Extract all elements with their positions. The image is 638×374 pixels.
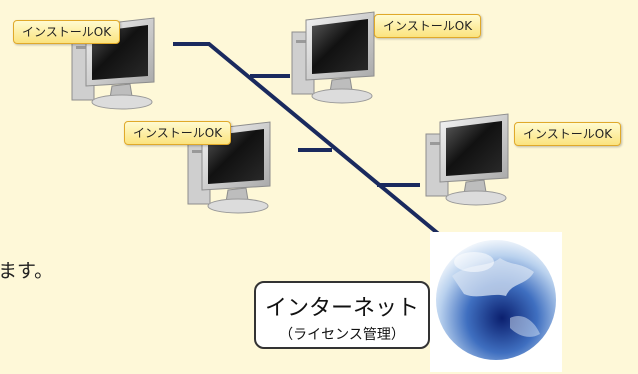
monitor-icon [291,11,375,104]
internet-title: インターネット [264,296,419,321]
install-ok-badge: インストールOK [374,14,482,38]
network-lines [173,42,460,252]
install-ok-badge: インストールOK [514,122,622,146]
internet-subtitle: （ライセンス管理） [279,327,405,343]
install-ok-badge: インストールOK [13,20,121,44]
internet-label: インターネット （ライセンス管理） [254,281,430,349]
monitor-icon [425,113,509,206]
install-ok-badge: インストールOK [124,121,232,145]
side-text: ます。 [0,260,54,282]
backbone-line [173,42,460,252]
globe-icon [430,232,562,372]
